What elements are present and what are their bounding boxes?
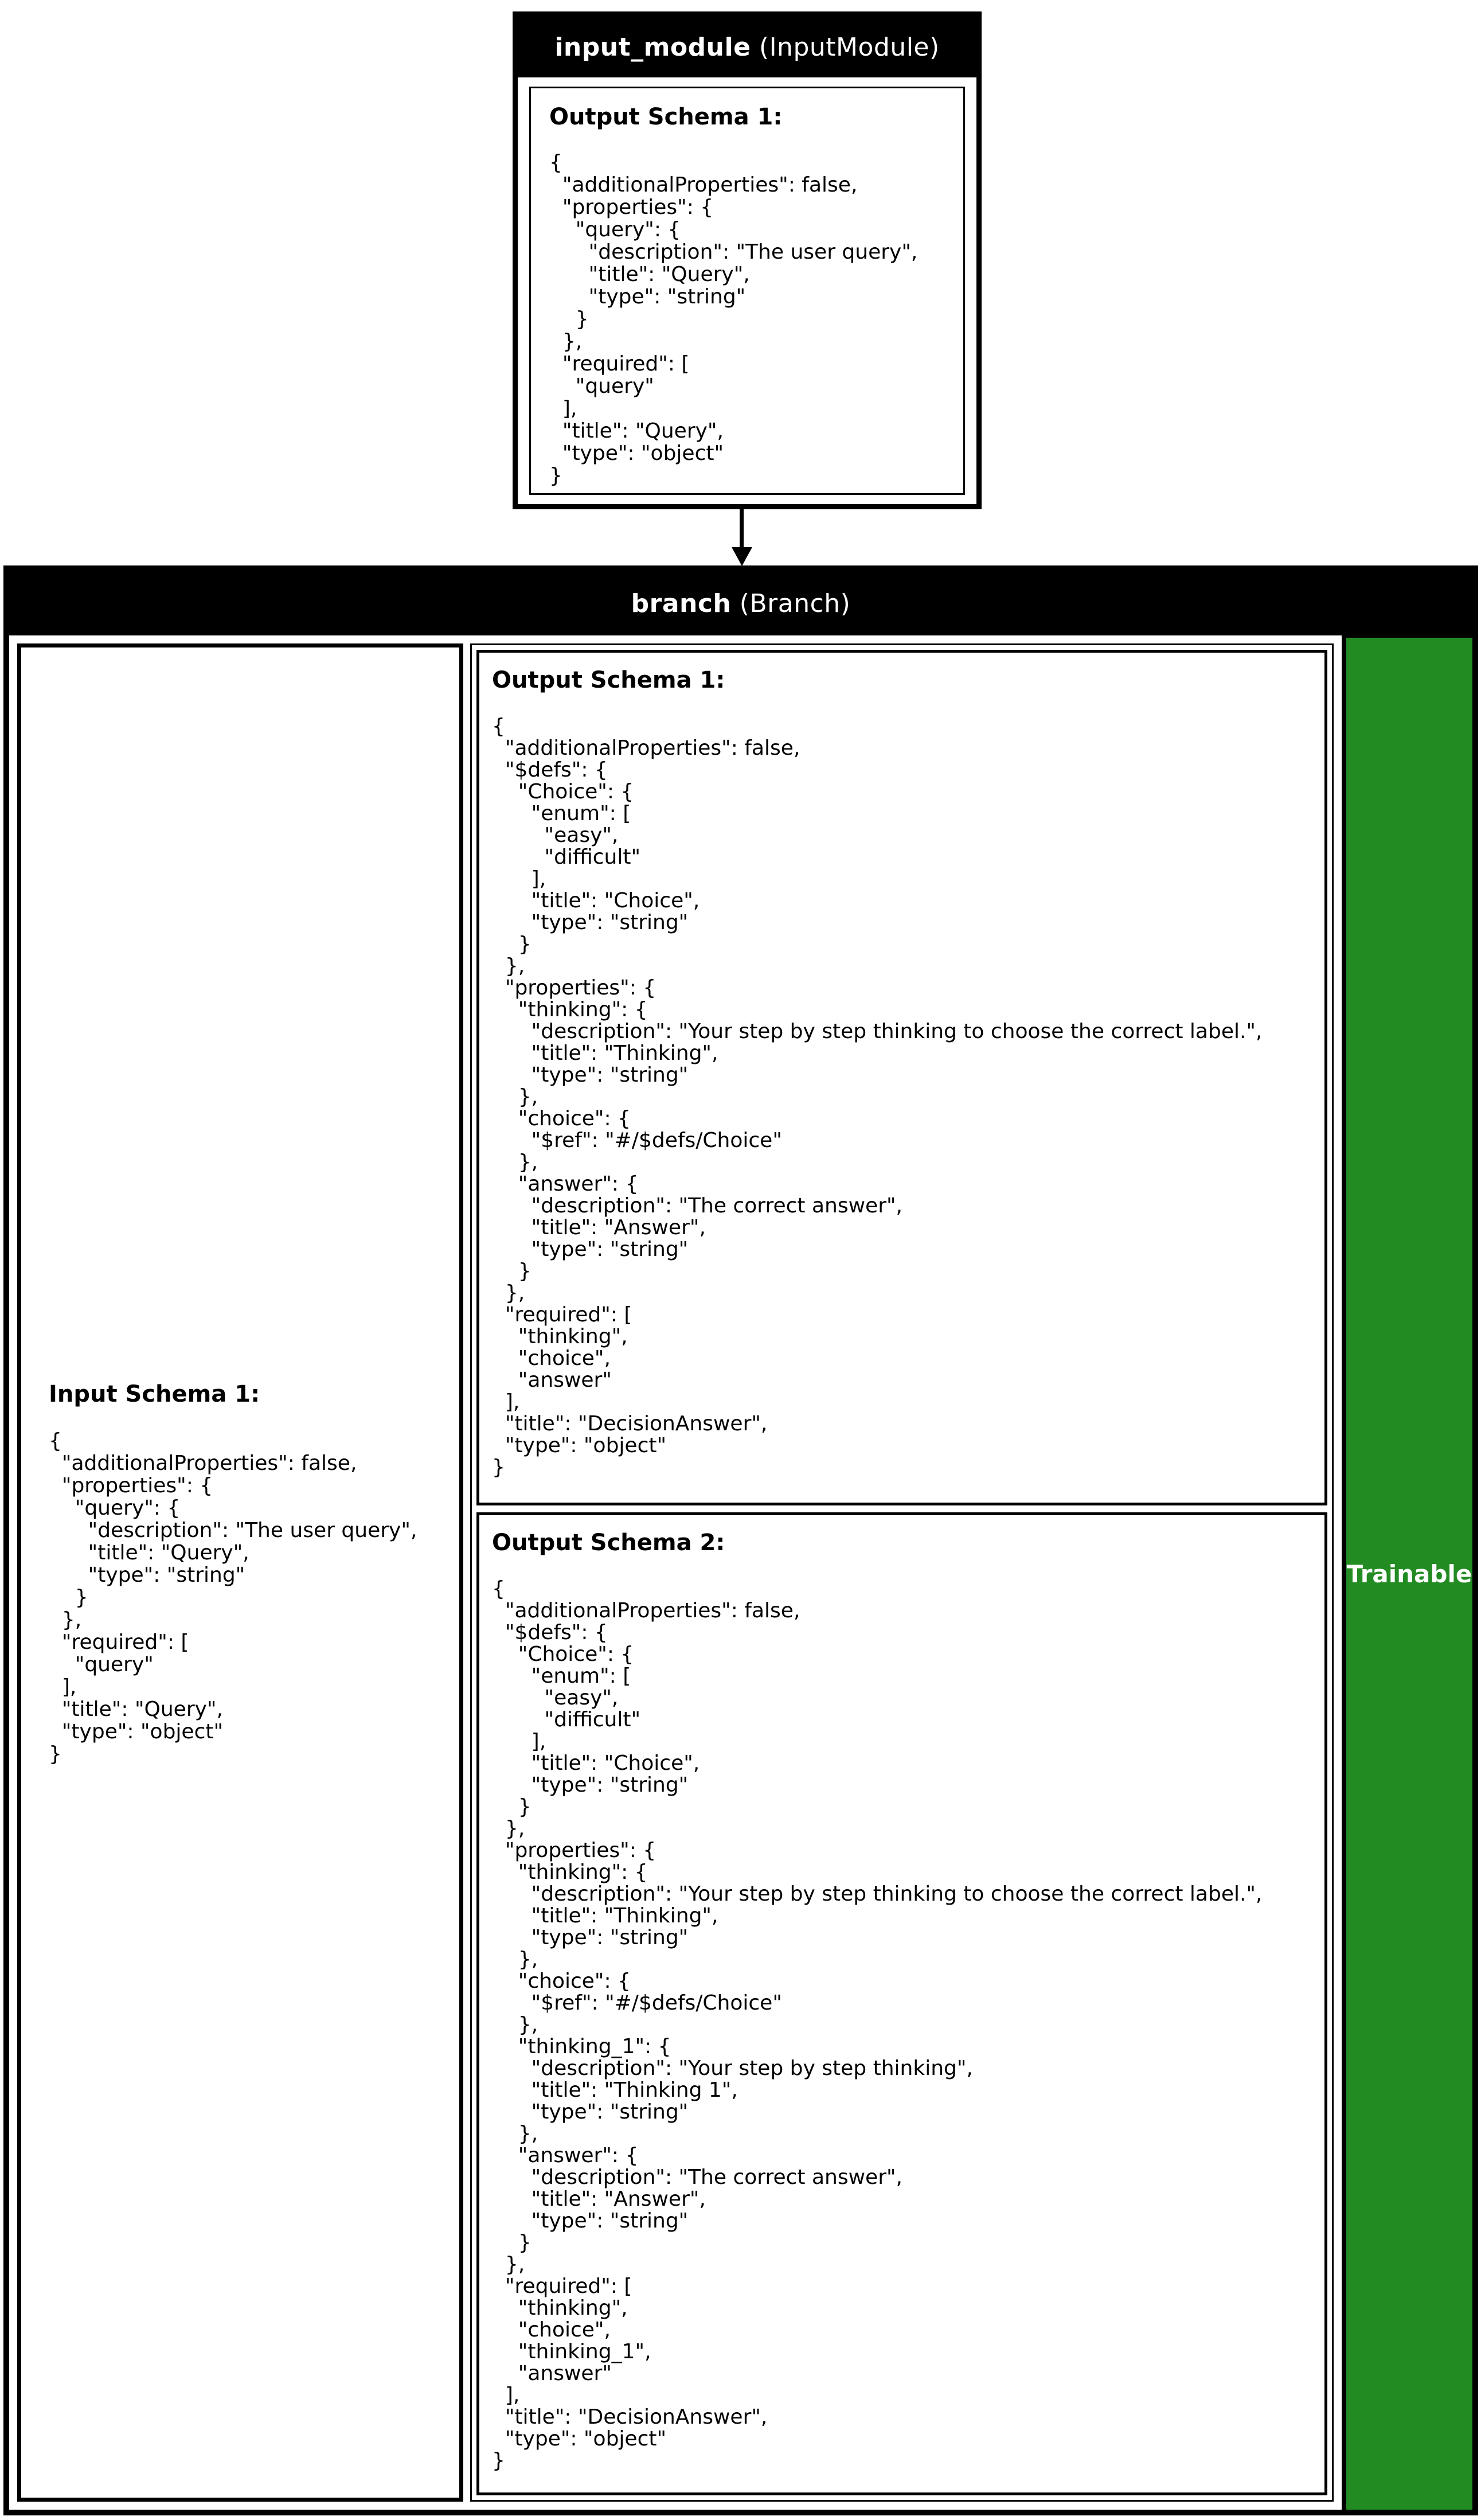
branch-input-schema-content: Input Schema 1: { "additionalProperties"…	[21, 1380, 459, 1765]
branch-output-schema-2-box: Output Schema 2: { "additionalProperties…	[476, 1512, 1327, 2495]
branch-output-schema-1-heading: Output Schema 1:	[492, 667, 725, 693]
input-module-output-schema-heading: Output Schema 1:	[549, 104, 783, 130]
branch-output-schema-1-json: { "additionalProperties": false, "$defs"…	[492, 715, 1263, 1479]
input-module-node: input_module (InputModule) Output Schema…	[513, 11, 982, 509]
branch-title-type: (Branch)	[731, 588, 851, 618]
branch-node: branch (Branch) Input Schema 1: { "addit…	[3, 565, 1478, 2515]
branch-input-schema-heading: Input Schema 1:	[49, 1380, 260, 1407]
input-module-output-schema-box: Output Schema 1: { "additionalProperties…	[529, 87, 965, 495]
branch-input-schema-cell: Input Schema 1: { "additionalProperties"…	[17, 643, 463, 2502]
edge-arrowhead-icon	[732, 547, 752, 566]
input-module-node-body: Output Schema 1: { "additionalProperties…	[518, 77, 976, 504]
input-module-output-schema-json: { "additionalProperties": false, "proper…	[549, 151, 918, 487]
trainable-badge-label: Trainable	[1346, 1559, 1472, 1588]
branch-title-name: branch	[631, 588, 732, 618]
branch-output-schema-2-json: { "additionalProperties": false, "$defs"…	[492, 1577, 1263, 2472]
trainable-badge: Trainable	[1342, 635, 1472, 2510]
edge-arrow-shaft	[740, 509, 744, 551]
branch-node-title: branch (Branch)	[9, 571, 1472, 635]
branch-output-schema-1-box: Output Schema 1: { "additionalProperties…	[476, 650, 1327, 1505]
branch-node-body: Input Schema 1: { "additionalProperties"…	[9, 635, 1472, 2510]
input-module-title-name: input_module	[554, 32, 751, 62]
input-module-node-title: input_module (InputModule)	[518, 17, 976, 77]
input-module-title-type: (InputModule)	[751, 32, 940, 62]
branch-output-schemas-column: Output Schema 1: { "additionalProperties…	[470, 643, 1334, 2502]
branch-schemas-area: Input Schema 1: { "additionalProperties"…	[9, 635, 1342, 2510]
branch-output-schema-2-heading: Output Schema 2:	[492, 1530, 725, 1556]
branch-input-schema-json: { "additionalProperties": false, "proper…	[49, 1429, 417, 1766]
